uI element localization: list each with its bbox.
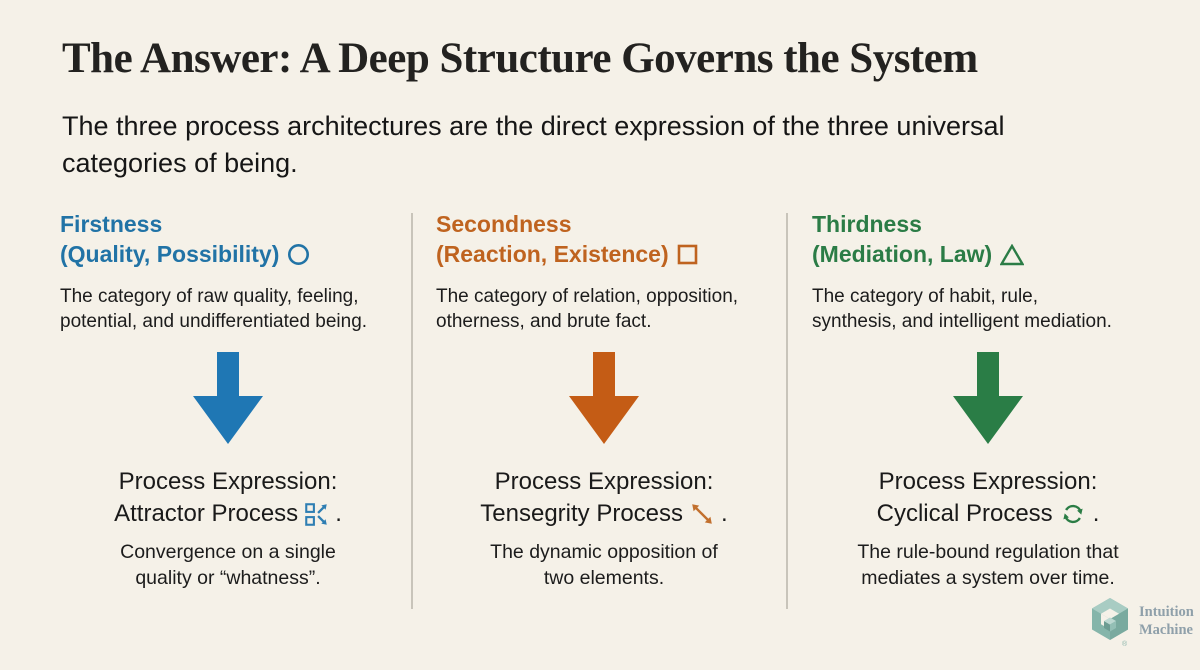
thirdness-name: Thirdness <box>812 211 922 237</box>
intuition-machine-logo: ® Intuition Machine <box>1086 595 1194 648</box>
process-name: Cyclical Process <box>876 499 1053 527</box>
process-label: Process Expression: <box>118 467 338 495</box>
tensegrity-diagonal-arrow-icon <box>692 504 712 525</box>
process-period: . <box>335 499 342 527</box>
process-label: Process Expression: <box>878 467 1098 495</box>
process-label: Process Expression: <box>494 467 714 495</box>
secondness-header: Secondness (Reaction, Existence) <box>436 210 772 270</box>
logo-wordmark: Intuition Machine <box>1139 603 1194 639</box>
column-thirdness: Thirdness (Mediation, Law) The category … <box>812 210 1164 591</box>
cycle-arrows-icon <box>1063 505 1083 524</box>
secondness-qualifier: (Reaction, Existence) <box>436 240 669 267</box>
secondness-name: Secondness <box>436 211 572 237</box>
secondness-note: The dynamic opposition of two elements. <box>490 541 718 589</box>
thirdness-process: Process Expression: Cyclical Process . <box>812 466 1164 529</box>
page-subtitle: The three process architectures are the … <box>62 111 1005 179</box>
firstness-process: Process Expression: Attractor Process . <box>60 466 396 529</box>
column-firstness: Firstness (Quality, Possibility) The cat… <box>60 210 396 591</box>
firstness-header: Firstness (Quality, Possibility) <box>60 210 396 270</box>
cube-logo-icon <box>1092 598 1128 640</box>
secondness-description: The category of relation, opposition, ot… <box>436 285 739 332</box>
logo-line2: Machine <box>1139 622 1193 639</box>
circle-shape-icon <box>288 244 310 266</box>
logo-line1: Intuition <box>1139 604 1194 620</box>
firstness-name: Firstness <box>60 211 163 237</box>
process-name: Attractor Process <box>114 499 299 527</box>
column-secondness: Secondness (Reaction, Existence) The cat… <box>436 210 772 591</box>
blue-down-arrow-icon <box>193 351 263 444</box>
orange-down-arrow-icon <box>569 351 639 444</box>
green-down-arrow-icon <box>953 351 1023 444</box>
registered-mark: ® <box>1122 641 1128 648</box>
process-period: . <box>1092 499 1100 527</box>
process-name: Tensegrity Process <box>480 499 684 527</box>
process-period: . <box>721 499 728 527</box>
column-divider <box>786 213 788 609</box>
triangle-shape-icon <box>1000 243 1025 266</box>
thirdness-header: Thirdness (Mediation, Law) <box>812 210 1164 270</box>
secondness-process: Process Expression: Tensegrity Process . <box>436 466 772 529</box>
firstness-qualifier: (Quality, Possibility) <box>60 240 280 267</box>
column-divider <box>411 213 413 609</box>
thirdness-qualifier: (Mediation, Law) <box>812 240 993 267</box>
firstness-description: The category of raw quality, feeling, po… <box>60 285 368 332</box>
thirdness-note: The rule-bound regulation that mediates … <box>857 541 1119 589</box>
page-title: The Answer: A Deep Structure Governs the… <box>62 35 978 82</box>
thirdness-description: The category of habit, rule, synthesis, … <box>812 285 1112 332</box>
attractor-expand-icon <box>305 503 327 526</box>
firstness-note: Convergence on a single quality or “what… <box>120 541 336 589</box>
square-shape-icon <box>677 245 697 265</box>
